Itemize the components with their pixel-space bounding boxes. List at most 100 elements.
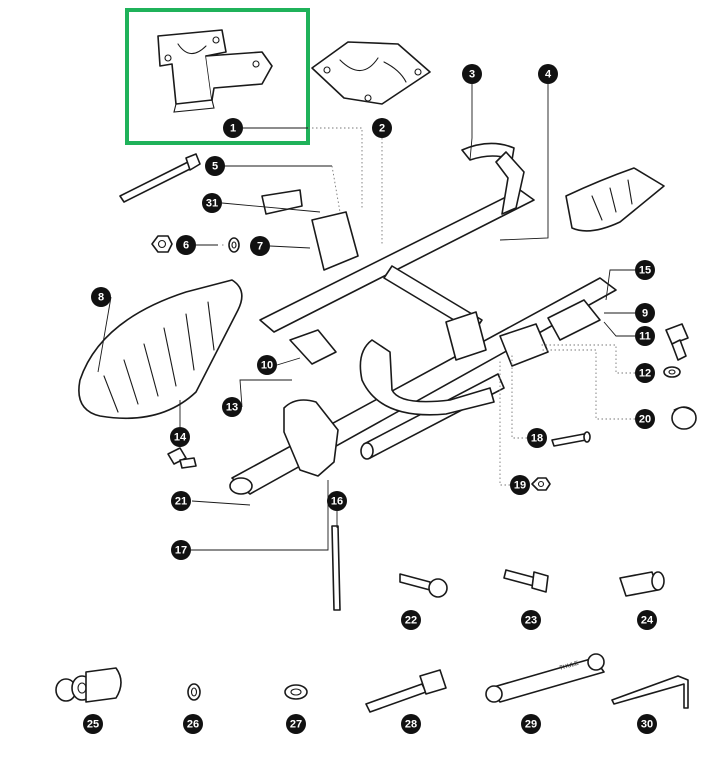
callout-badge-13[interactable]: 13 bbox=[222, 397, 242, 417]
part-26-spring-washer[interactable] bbox=[187, 683, 201, 701]
part-5-bolt[interactable] bbox=[119, 153, 201, 203]
callout-circle bbox=[521, 714, 541, 734]
callout-badge-27[interactable]: 27 bbox=[286, 714, 306, 734]
callout-badge-1[interactable]: 1 bbox=[223, 118, 243, 138]
callout-circle bbox=[83, 714, 103, 734]
callout-number: 10 bbox=[261, 360, 273, 372]
callout-circle bbox=[223, 118, 243, 138]
callout-circle bbox=[170, 427, 190, 447]
callout-number: 24 bbox=[641, 615, 654, 627]
callout-badge-29[interactable]: 29 bbox=[521, 714, 541, 734]
callout-number: 8 bbox=[98, 292, 104, 304]
callout-badge-14[interactable]: 14 bbox=[170, 427, 190, 447]
callout-badge-31[interactable]: 31 bbox=[202, 193, 222, 213]
callout-number: 6 bbox=[183, 240, 189, 252]
callout-number: 23 bbox=[525, 615, 537, 627]
highlight-frame bbox=[125, 8, 310, 145]
dotted-leader-line bbox=[540, 349, 635, 420]
callout-number: 7 bbox=[257, 241, 263, 253]
callout-badge-30[interactable]: 30 bbox=[637, 714, 657, 734]
callout-circle bbox=[286, 714, 306, 734]
callout-badge-18[interactable]: 18 bbox=[527, 428, 547, 448]
callout-circle bbox=[527, 428, 547, 448]
part-20-cap[interactable] bbox=[671, 406, 697, 430]
part-24-lock-cylinder[interactable] bbox=[619, 571, 665, 597]
callout-circle bbox=[327, 491, 347, 511]
callout-number: 4 bbox=[545, 69, 552, 81]
callout-number: 15 bbox=[639, 265, 651, 277]
callout-number: 18 bbox=[531, 433, 543, 445]
callout-badge-12[interactable]: 12 bbox=[635, 363, 655, 383]
part-27-flat-washer[interactable] bbox=[284, 684, 308, 700]
callout-circle bbox=[538, 64, 558, 84]
callout-badge-20[interactable]: 20 bbox=[635, 409, 655, 429]
callout-number: 21 bbox=[175, 496, 187, 508]
part-16-strap[interactable] bbox=[331, 525, 341, 611]
part-6-nut[interactable] bbox=[151, 235, 173, 253]
callout-badge-23[interactable]: 23 bbox=[521, 610, 541, 630]
callout-badge-22[interactable]: 22 bbox=[401, 610, 421, 630]
leader-line bbox=[276, 357, 301, 366]
part-18-screw[interactable] bbox=[551, 431, 591, 447]
callout-number: 9 bbox=[642, 308, 648, 320]
callout-badge-5[interactable]: 5 bbox=[205, 156, 225, 176]
part-14-screw[interactable] bbox=[167, 447, 197, 469]
callout-badge-6[interactable]: 6 bbox=[176, 235, 196, 255]
callout-badge-26[interactable]: 26 bbox=[183, 714, 203, 734]
callout-badge-8[interactable]: 8 bbox=[91, 287, 111, 307]
callout-number: 25 bbox=[87, 719, 99, 731]
callout-badge-21[interactable]: 21 bbox=[171, 491, 191, 511]
leader-line bbox=[603, 321, 635, 337]
callout-badge-28[interactable]: 28 bbox=[401, 714, 421, 734]
callout-badge-3[interactable]: 3 bbox=[462, 64, 482, 84]
callout-badge-10[interactable]: 10 bbox=[257, 355, 277, 375]
callout-number: 20 bbox=[639, 414, 651, 426]
part-1-bracket[interactable] bbox=[157, 29, 273, 113]
callout-circle bbox=[171, 540, 191, 560]
callout-circle bbox=[176, 235, 196, 255]
callout-circle bbox=[637, 610, 657, 630]
part-2-bracket[interactable] bbox=[311, 41, 431, 105]
callout-badge-9[interactable]: 9 bbox=[635, 303, 655, 323]
part-30-hex-key[interactable] bbox=[611, 675, 689, 709]
callout-badge-19[interactable]: 19 bbox=[510, 475, 530, 495]
part-19-nut[interactable] bbox=[531, 477, 551, 491]
callout-badge-4[interactable]: 4 bbox=[538, 64, 558, 84]
part-29-wrench[interactable]: THULE bbox=[485, 653, 605, 703]
part-25-lock-housing[interactable] bbox=[55, 667, 122, 703]
dotted-leader-line bbox=[499, 360, 510, 486]
part-12-washer[interactable] bbox=[663, 366, 681, 378]
callout-badge-7[interactable]: 7 bbox=[250, 236, 270, 256]
rack-assembly[interactable] bbox=[78, 142, 665, 495]
callout-number: 1 bbox=[230, 123, 236, 135]
dotted-leader-line bbox=[540, 344, 635, 374]
callout-circle bbox=[635, 409, 655, 429]
part-23-key[interactable] bbox=[503, 569, 549, 593]
callout-number: 29 bbox=[525, 719, 537, 731]
callout-badge-25[interactable]: 25 bbox=[83, 714, 103, 734]
part-11-bolt[interactable] bbox=[665, 323, 689, 361]
callout-badge-16[interactable]: 16 bbox=[327, 491, 347, 511]
callout-number: 31 bbox=[206, 198, 218, 210]
callout-circle bbox=[183, 714, 203, 734]
callout-badge-24[interactable]: 24 bbox=[637, 610, 657, 630]
part-22-key[interactable] bbox=[399, 573, 448, 598]
part-7-washer[interactable] bbox=[228, 237, 240, 253]
dotted-leader-lines bbox=[222, 127, 635, 486]
callout-circle bbox=[635, 303, 655, 323]
callout-number: 19 bbox=[514, 480, 526, 492]
callout-circle bbox=[462, 64, 482, 84]
callout-circle bbox=[521, 610, 541, 630]
leader-line bbox=[97, 296, 112, 373]
callout-badge-2[interactable]: 2 bbox=[372, 118, 392, 138]
dotted-leader-line bbox=[331, 165, 341, 213]
callout-badge-17[interactable]: 17 bbox=[171, 540, 191, 560]
callout-number: 13 bbox=[226, 402, 238, 414]
part-28-pin[interactable] bbox=[365, 669, 447, 713]
callout-badge-11[interactable]: 11 bbox=[635, 326, 655, 346]
callout-badge-15[interactable]: 15 bbox=[635, 260, 655, 280]
callout-number: 11 bbox=[639, 331, 651, 343]
leader-line bbox=[469, 84, 473, 161]
callout-circle bbox=[171, 491, 191, 511]
